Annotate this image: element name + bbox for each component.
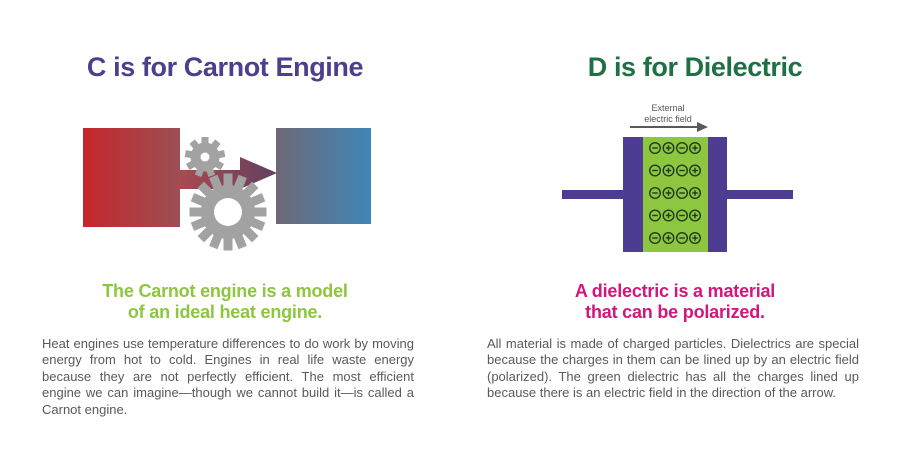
external-field-label-line2: electric field (644, 113, 692, 124)
dielectric-panel: D is for Dielectric External electric fi… (450, 0, 900, 456)
carnot-subtitle-line2: of an ideal heat engine. (127, 302, 323, 322)
dielectric-subtitle-line2: that can be polarized. (585, 302, 765, 322)
dielectric-subtitle-line1: A dielectric is a material (574, 281, 776, 301)
carnot-description: Heat engines use temperature differences… (42, 336, 414, 417)
small-gear-icon (184, 137, 226, 177)
dielectric-title: D is for Dielectric (587, 52, 803, 82)
hot-reservoir-block (83, 128, 180, 227)
capacitor-right-plate (708, 137, 727, 252)
wire-right (727, 190, 793, 199)
dielectric-material (643, 137, 708, 252)
external-field-label-line1: External (651, 103, 685, 113)
carnot-panel: C is for Carnot Engine (0, 52, 450, 417)
dielectric-description: All material is made of charged particle… (487, 336, 859, 401)
field-arrow-icon (630, 122, 708, 132)
carnot-engine-diagram (83, 128, 371, 251)
energy-flow-arrow (178, 157, 277, 189)
carnot-title: C is for Carnot Engine (86, 52, 364, 82)
wire-left (562, 190, 628, 199)
dielectric-subtitle: A dielectric is a material that can be p… (450, 281, 900, 323)
large-gear-icon (189, 173, 267, 251)
external-field-label: External electric field (598, 103, 738, 124)
carnot-subtitle: The Carnot engine is a model of an ideal… (0, 281, 450, 323)
carnot-subtitle-line1: The Carnot engine is a model (102, 281, 348, 301)
cold-reservoir-block (276, 128, 371, 224)
capacitor-left-plate (623, 137, 643, 252)
capacitor-diagram (562, 137, 793, 252)
